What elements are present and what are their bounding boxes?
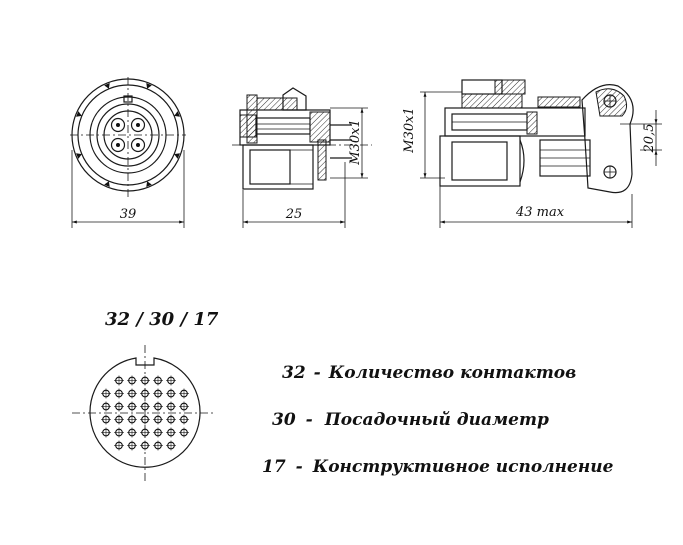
contact-pin xyxy=(114,414,124,425)
ring-notch xyxy=(104,83,110,89)
contact-pin xyxy=(127,414,137,425)
ring-notch xyxy=(104,181,110,187)
side-view: M30x1 25 xyxy=(232,87,372,228)
plug-view: M30x1 20,5 xyxy=(402,79,662,228)
contact-pin xyxy=(166,414,176,425)
contact-pin xyxy=(179,401,189,412)
legend-item-1: 32-Количество контактов xyxy=(282,363,576,383)
contact-pin xyxy=(140,440,150,451)
contact-layout xyxy=(72,345,214,482)
contact-pin xyxy=(101,388,111,399)
dim-plug-length: 43 max xyxy=(515,205,565,220)
front-view: 39 xyxy=(70,77,186,228)
designation-code: 32 / 30 / 17 xyxy=(105,309,219,330)
contact-pin xyxy=(101,401,111,412)
contact-pin xyxy=(140,427,150,438)
contact-pin xyxy=(179,388,189,399)
legend: 32-Количество контактов 30-Посадочный ди… xyxy=(262,363,614,477)
dim-front-width: 39 xyxy=(120,207,137,222)
contact-pin xyxy=(166,440,176,451)
ring-notch xyxy=(76,153,82,159)
contact-pin xyxy=(127,388,137,399)
contact-pin xyxy=(153,388,163,399)
contact-pin xyxy=(114,440,124,451)
contact-pin xyxy=(153,401,163,412)
dim-plug-thread: M30x1 xyxy=(402,107,417,153)
contact-pin xyxy=(140,375,150,386)
contact-pin xyxy=(179,414,189,425)
contact-pin xyxy=(166,427,176,438)
legend-item-3: 17-Конструктивное исполнение xyxy=(262,457,614,477)
ring-notch xyxy=(174,111,180,117)
contact-pin xyxy=(114,375,124,386)
contact-pin xyxy=(127,440,137,451)
ring-notch xyxy=(76,111,82,117)
contact-pin xyxy=(127,401,137,412)
contact-pin xyxy=(153,440,163,451)
contact-pin xyxy=(166,388,176,399)
contact-pin xyxy=(166,375,176,386)
contact-pin xyxy=(153,414,163,425)
contact-pin xyxy=(114,427,124,438)
contact-pin xyxy=(101,427,111,438)
legend-item-2: 30-Посадочный диаметр xyxy=(272,410,549,430)
contact-pin xyxy=(140,414,150,425)
ring-notch xyxy=(174,153,180,159)
dim-flange-height: 20,5 xyxy=(642,124,657,154)
ring-notch xyxy=(146,83,152,89)
contact-pin xyxy=(127,375,137,386)
contact-pin xyxy=(140,388,150,399)
contact-pin xyxy=(166,401,176,412)
contact-pin xyxy=(179,427,189,438)
ring-notch xyxy=(146,181,152,187)
dim-side-thread: M30x1 xyxy=(348,119,363,165)
contact-pin xyxy=(114,401,124,412)
contact-pin xyxy=(101,414,111,425)
contact-pin xyxy=(140,401,150,412)
contact-pin xyxy=(153,375,163,386)
contact-pin xyxy=(153,427,163,438)
dim-side-length: 25 xyxy=(285,207,303,222)
contact-pin xyxy=(114,388,124,399)
contact-pin xyxy=(127,427,137,438)
